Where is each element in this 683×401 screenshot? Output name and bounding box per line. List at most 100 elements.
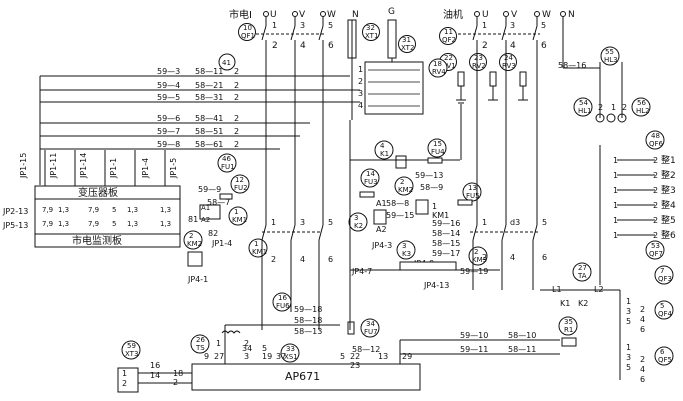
svg-text:6: 6 xyxy=(328,255,333,264)
svg-text:7,9: 7,9 xyxy=(88,206,99,214)
svg-text:58—11: 58—11 xyxy=(195,67,223,76)
svg-text:1: 1 xyxy=(234,208,238,216)
svg-text:A2: A2 xyxy=(201,216,210,224)
svg-text:58—41: 58—41 xyxy=(195,114,223,123)
svg-text:59—11: 59—11 xyxy=(460,345,488,354)
breaker-qf4: 5 QF4 1 3 5 2 4 6 xyxy=(626,297,674,334)
svg-text:58—16: 58—16 xyxy=(558,61,586,70)
svg-text:14: 14 xyxy=(150,371,160,380)
jp41: JP4-1 xyxy=(187,251,208,284)
svg-text:31: 31 xyxy=(402,36,411,44)
svg-text:QF6: QF6 xyxy=(649,140,664,148)
svg-text:3: 3 xyxy=(300,218,305,227)
svg-text:QF7: QF7 xyxy=(649,250,663,258)
svg-text:JP1-15: JP1-15 xyxy=(19,153,28,179)
svg-text:K2: K2 xyxy=(354,222,363,230)
breaker-qf5: 6 QF5 1 3 5 2 4 6 xyxy=(626,343,674,384)
terminal-xt3: 59 XT3 1 2 16 18 2 14 xyxy=(117,340,192,393)
svg-text:JP4-1: JP4-1 xyxy=(187,275,208,284)
svg-text:12: 12 xyxy=(235,176,244,184)
svg-text:HL3: HL3 xyxy=(604,56,618,64)
mains-terminals: U V W N xyxy=(263,10,359,20)
svg-text:2: 2 xyxy=(234,127,239,136)
svg-text:14: 14 xyxy=(366,170,375,178)
svg-text:59—13: 59—13 xyxy=(415,171,443,180)
svg-text:59—18: 59—18 xyxy=(294,305,322,314)
terminal-xt1: 32 XT1 xyxy=(347,19,380,59)
svg-text:3: 3 xyxy=(626,307,631,316)
indicator-hl1: 54 HL1 xyxy=(573,97,593,117)
svg-text:35: 35 xyxy=(564,318,573,326)
svg-text:1: 1 xyxy=(611,103,616,112)
svg-text:2: 2 xyxy=(234,81,239,90)
svg-text:24: 24 xyxy=(504,54,513,62)
svg-text:2: 2 xyxy=(653,171,658,180)
svg-text:市电监测板: 市电监测板 xyxy=(72,234,122,247)
fuse-fu2: 12 FU2 59—9 58—7 xyxy=(198,174,250,207)
svg-text:1: 1 xyxy=(613,216,618,225)
svg-text:JP1-5: JP1-5 xyxy=(169,158,178,179)
svg-text:2: 2 xyxy=(271,255,276,264)
svg-text:1: 1 xyxy=(482,218,487,227)
svg-text:1,3: 1,3 xyxy=(127,220,138,228)
svg-text:2: 2 xyxy=(234,93,239,102)
svg-text:5: 5 xyxy=(112,206,116,214)
svg-text:59—4: 59—4 xyxy=(157,81,180,90)
ct-ta: 27 TA xyxy=(572,262,592,282)
contactor-km2: 2 KM2 59—13 58—9 xyxy=(394,171,443,196)
svg-text:FU6: FU6 xyxy=(276,302,290,310)
fuse-fu7: 34 FU7 58—12 xyxy=(347,318,380,354)
svg-text:59: 59 xyxy=(127,342,136,350)
fuse-fu1: 46 FU1 xyxy=(217,153,237,173)
jp-left-bottom: JP5-13 xyxy=(2,221,28,230)
jp-left-top: JP2-13 xyxy=(2,207,28,216)
svg-text:58—7: 58—7 xyxy=(207,198,230,207)
svg-text:3: 3 xyxy=(358,89,363,98)
svg-text:9: 9 xyxy=(204,352,209,361)
svg-text:7,9: 7,9 xyxy=(42,220,53,228)
svg-text:1: 1 xyxy=(613,186,618,195)
svg-text:22: 22 xyxy=(444,54,453,62)
svg-text:19: 19 xyxy=(262,352,272,361)
svg-text:59—7: 59—7 xyxy=(157,127,180,136)
svg-text:6: 6 xyxy=(640,325,645,334)
svg-text:1: 1 xyxy=(432,202,437,211)
main-contactor-km1: 1 3 5 2 4 6 1 KM1 xyxy=(248,40,333,300)
svg-text:2: 2 xyxy=(244,339,249,348)
svg-text:55: 55 xyxy=(605,48,614,56)
output-list: 1 1 1 1 1 1 2 2 2 2 2 2 整1 整2 整3 整4 整5 整… xyxy=(599,145,676,285)
svg-text:XT1: XT1 xyxy=(365,32,378,40)
svg-text:1: 1 xyxy=(254,240,258,248)
svg-text:59—5: 59—5 xyxy=(157,93,180,102)
svg-text:XT2: XT2 xyxy=(401,44,414,52)
svg-text:26: 26 xyxy=(196,336,205,344)
svg-text:6: 6 xyxy=(328,41,334,51)
surge-rv2: 23 RV2 xyxy=(469,53,498,101)
mains-phase-w: W xyxy=(327,10,336,20)
ct-terminals: L1 L2 K1 K2 xyxy=(540,285,620,308)
interconnect-wiring xyxy=(224,17,623,380)
svg-text:2: 2 xyxy=(640,305,645,314)
svg-text:34: 34 xyxy=(366,320,375,328)
svg-text:11: 11 xyxy=(444,28,453,36)
socket-xs1: 33 XS1 xyxy=(280,343,300,363)
svg-text:2: 2 xyxy=(234,67,239,76)
svg-text:2: 2 xyxy=(640,355,645,364)
svg-text:58—31: 58—31 xyxy=(195,93,223,102)
svg-text:3: 3 xyxy=(402,242,406,250)
svg-text:48: 48 xyxy=(651,132,660,140)
svg-text:2: 2 xyxy=(653,231,658,240)
svg-text:整6: 整6 xyxy=(661,229,676,241)
svg-text:58—15: 58—15 xyxy=(432,239,460,248)
svg-text:58—9: 58—9 xyxy=(420,183,443,192)
svg-text:2: 2 xyxy=(622,103,627,112)
svg-text:W: W xyxy=(542,10,551,20)
svg-text:KM2: KM2 xyxy=(187,240,202,248)
svg-text:3: 3 xyxy=(354,214,358,222)
svg-text:3: 3 xyxy=(626,353,631,362)
svg-text:QF5: QF5 xyxy=(658,356,672,364)
svg-text:RV3: RV3 xyxy=(502,62,516,70)
svg-text:5: 5 xyxy=(112,220,116,228)
svg-text:27: 27 xyxy=(578,264,587,272)
